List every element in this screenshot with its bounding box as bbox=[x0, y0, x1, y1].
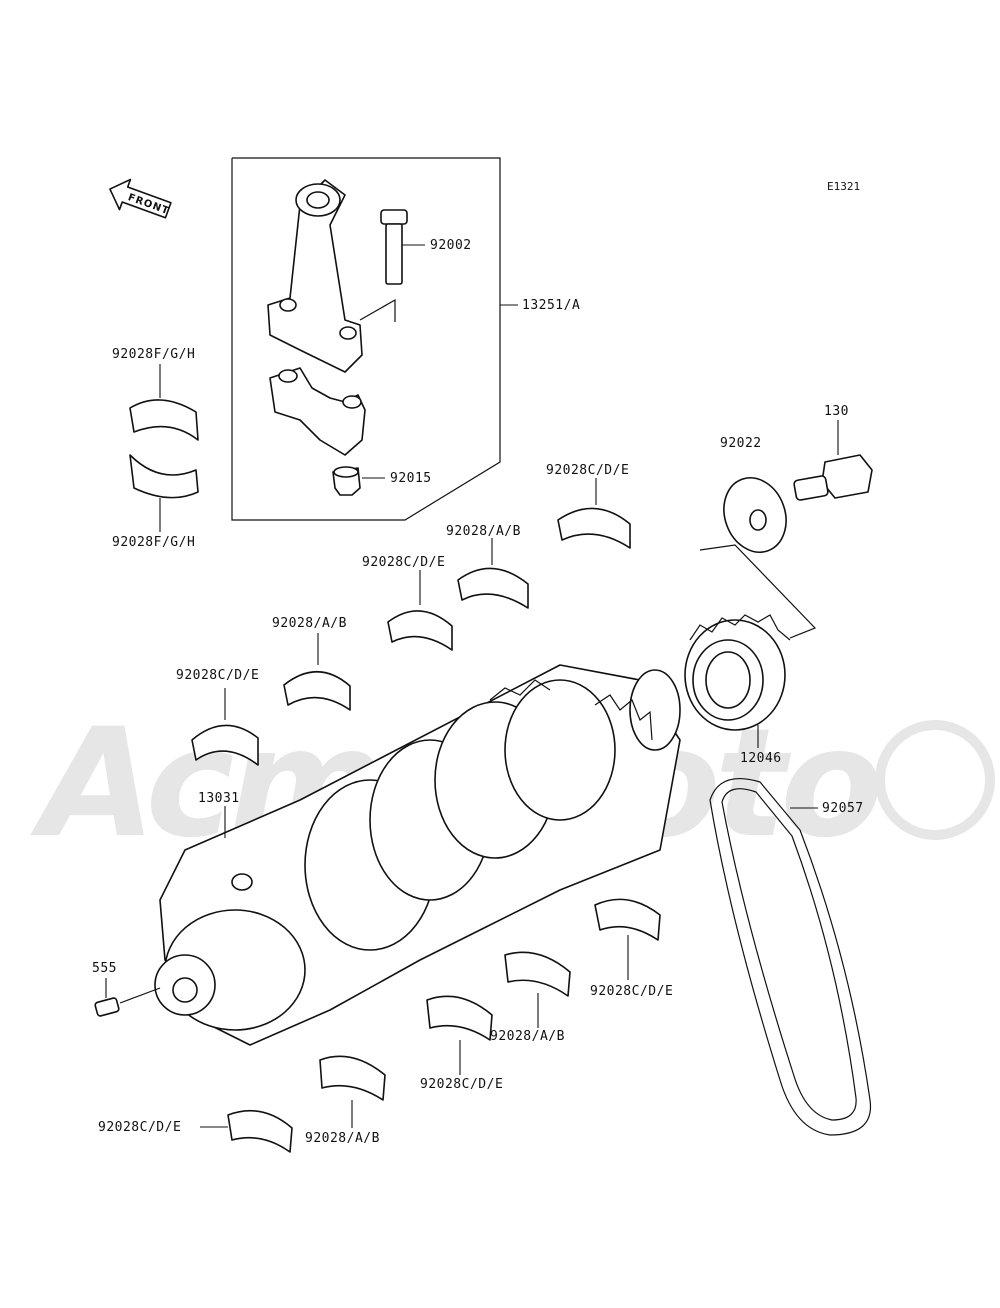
main-bearing-shell bbox=[387, 610, 453, 651]
label-92028AB-4: 92028/A/B bbox=[305, 1131, 380, 1146]
connecting-rod-assembly-bracket bbox=[231, 157, 518, 521]
label-13251A: 13251/A bbox=[522, 298, 580, 313]
main-bearing-shell bbox=[319, 1055, 386, 1101]
dowel-pin bbox=[94, 987, 161, 1017]
timing-chain bbox=[709, 778, 872, 1136]
label-130: 130 bbox=[824, 404, 849, 419]
connecting-rod-cap bbox=[269, 367, 366, 456]
label-555: 555 bbox=[92, 961, 117, 976]
label-92028CDE-5: 92028C/D/E bbox=[420, 1077, 503, 1092]
timing-sprocket bbox=[684, 614, 791, 731]
label-92028AB-2: 92028/A/B bbox=[446, 524, 521, 539]
main-bearing-shell bbox=[283, 671, 351, 711]
label-92028CDE-2: 92028C/D/E bbox=[362, 555, 445, 570]
rod-bearing-lower bbox=[129, 454, 199, 499]
label-92028CDE-1: 92028C/D/E bbox=[176, 668, 259, 683]
connecting-rod bbox=[267, 179, 396, 373]
main-bearing-shell bbox=[504, 951, 571, 997]
main-bearing-shell bbox=[557, 507, 631, 549]
label-92028CDE-3: 92028C/D/E bbox=[546, 463, 629, 478]
crankshaft bbox=[154, 664, 681, 1046]
label-92028AB-3: 92028/A/B bbox=[490, 1029, 565, 1044]
label-92022: 92022 bbox=[720, 436, 762, 451]
main-bearing-shell bbox=[227, 1109, 293, 1153]
label-92028FGH-bottom: 92028F/G/H bbox=[112, 535, 195, 550]
label-92028CDE-4: 92028C/D/E bbox=[590, 984, 673, 999]
label-92015: 92015 bbox=[390, 471, 432, 486]
main-bearing-shell bbox=[191, 724, 259, 766]
label-92002: 92002 bbox=[430, 238, 472, 253]
main-bearing-shell bbox=[457, 567, 529, 609]
diagram-code: E1321 bbox=[827, 180, 860, 193]
front-arrow-icon: FRONT bbox=[109, 178, 172, 219]
label-92057: 92057 bbox=[822, 801, 864, 816]
rod-nut bbox=[332, 466, 385, 496]
label-92028FGH-top: 92028F/G/H bbox=[112, 347, 195, 362]
label-92028AB-1: 92028/A/B bbox=[272, 616, 347, 631]
rod-bolt bbox=[380, 209, 425, 285]
label-12046: 12046 bbox=[740, 751, 782, 766]
label-13031: 13031 bbox=[198, 791, 240, 806]
main-bearing-shell bbox=[594, 898, 661, 941]
main-bearing-shell bbox=[426, 995, 493, 1041]
washer bbox=[723, 477, 787, 553]
label-92028CDE-6: 92028C/D/E bbox=[98, 1120, 181, 1135]
rod-bearing-upper bbox=[129, 399, 199, 441]
sprocket-bolt bbox=[793, 454, 873, 501]
